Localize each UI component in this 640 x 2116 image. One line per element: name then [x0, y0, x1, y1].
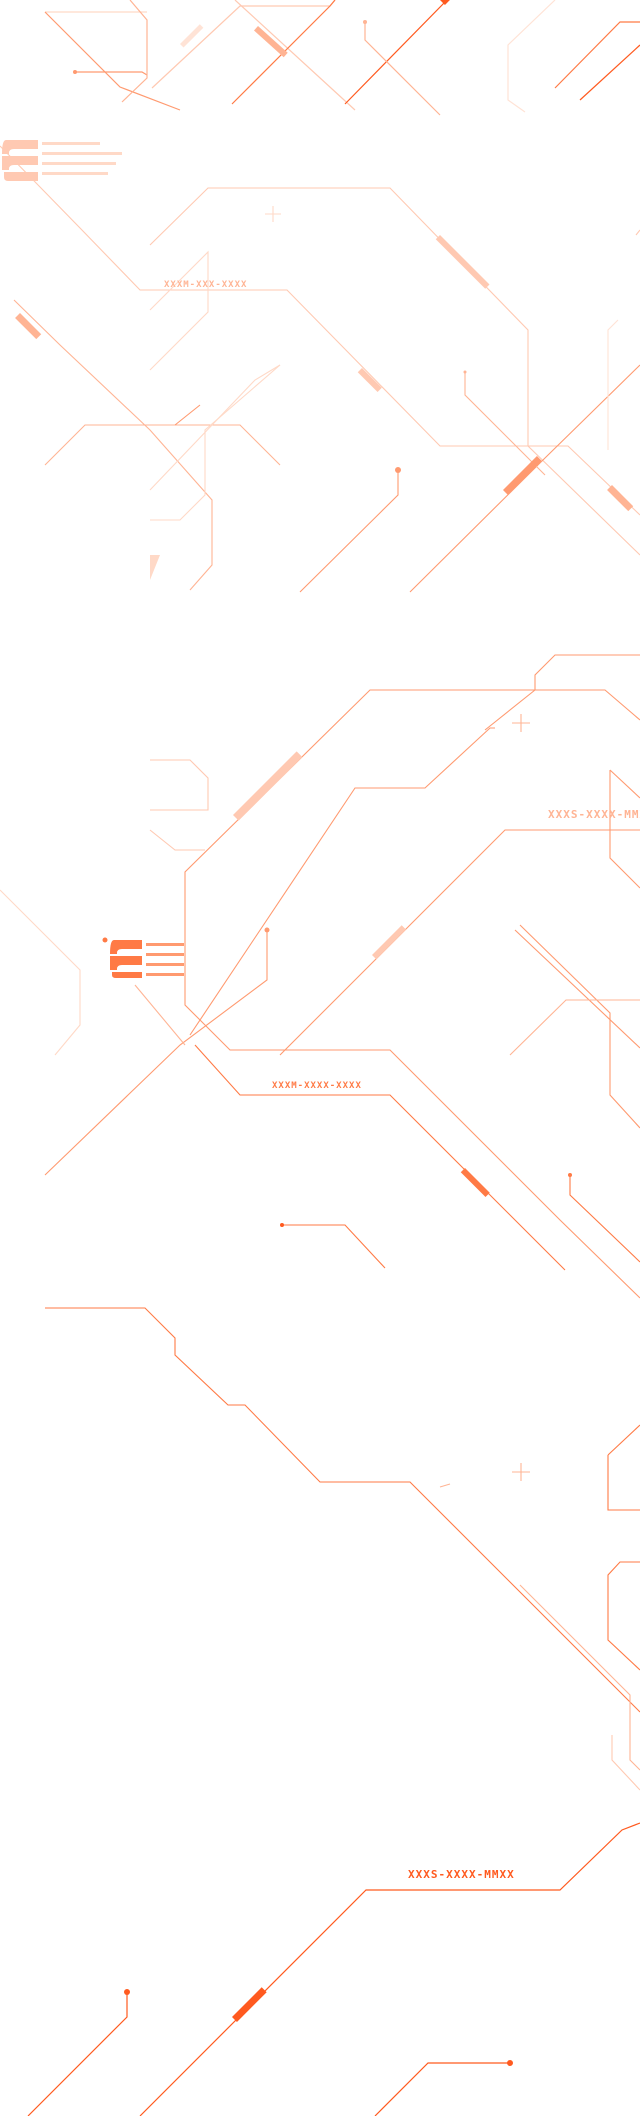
trace: [150, 364, 281, 521]
trace: [439, 1483, 451, 1488]
top-band-traces: [44, 0, 640, 116]
crosshair-icon: [512, 714, 530, 732]
crosshair-icon: [512, 1463, 530, 1481]
accent-bar: [357, 368, 382, 393]
accent-bar: [435, 235, 490, 289]
trace: [194, 1044, 566, 1271]
trace: [189, 727, 495, 1036]
node-icon: [102, 937, 108, 943]
code-label-top: XXXM-XXX-XXXX: [164, 280, 247, 290]
trace: [44, 424, 281, 466]
trace: [149, 187, 640, 556]
logo-caption-lines: [146, 943, 184, 976]
trace: [519, 924, 640, 1129]
trace: [134, 984, 186, 1046]
trace: [121, 0, 148, 103]
trace: [44, 930, 268, 1176]
trace: [231, 0, 336, 105]
trace: [514, 929, 640, 1049]
trace: [409, 364, 640, 593]
node-icon: [73, 70, 77, 74]
accent-bar: [15, 313, 42, 340]
trace: [609, 769, 640, 799]
node-icon: [507, 2060, 513, 2066]
trace: [607, 319, 619, 450]
trace: [150, 759, 209, 811]
trace: [611, 1735, 640, 1791]
trace: [282, 1224, 386, 1269]
trace: [184, 890, 640, 1299]
trace: [149, 829, 205, 851]
notch: [150, 555, 160, 580]
trace: [149, 364, 281, 491]
logo-caption-lines: [42, 142, 122, 175]
node-icon: [568, 1173, 572, 1177]
accent-bar: [372, 925, 406, 960]
stacked-chevron-logo-icon: [2, 140, 38, 181]
node-icon: [280, 1223, 284, 1227]
trace: [0, 145, 640, 516]
trace: [149, 250, 209, 371]
trace: [139, 1822, 640, 2116]
trace: [464, 372, 546, 476]
trace: [507, 0, 556, 113]
trace: [279, 829, 640, 1056]
node-icon: [463, 370, 467, 374]
trace: [27, 1992, 128, 2116]
trace: [534, 654, 640, 690]
trace: [344, 0, 448, 105]
trace: [607, 1424, 640, 1456]
trace: [234, 0, 356, 111]
second-band-traces: [0, 145, 640, 593]
trace: [0, 889, 81, 1056]
trace: [184, 689, 640, 890]
accent-bar: [180, 24, 204, 48]
accent-bar: [503, 456, 542, 495]
accent-bar: [440, 0, 454, 5]
trace: [75, 71, 148, 76]
crosshair-icon: [265, 206, 281, 222]
accent-bar: [607, 485, 634, 512]
fourth-band-traces: [45, 1307, 640, 1791]
trace: [151, 0, 336, 89]
trace: [569, 1175, 640, 1263]
code-label-mid: XXXM-XXXX-XXXX: [272, 1081, 362, 1091]
trace: [364, 22, 441, 116]
trace: [45, 1307, 640, 1713]
node-icon: [395, 467, 401, 473]
node-icon: [264, 927, 270, 933]
trace: [484, 689, 536, 731]
bottom-band-traces: [27, 1822, 640, 2116]
trace: [554, 21, 640, 89]
trace: [519, 1584, 640, 1771]
trace: [607, 1455, 640, 1511]
trace: [13, 299, 213, 591]
accent-bar: [253, 25, 288, 58]
accent-bar: [232, 751, 303, 821]
stacked-chevron-logo-icon: [110, 940, 142, 978]
code-label-side: XXXS-XXXX-MMX: [548, 808, 640, 821]
trace: [299, 470, 399, 593]
trace: [374, 2062, 510, 2116]
node-icon: [124, 1989, 130, 1995]
trace: [44, 11, 181, 111]
third-band-traces: [0, 654, 640, 1299]
trace: [579, 44, 640, 101]
accent-bar: [460, 1168, 490, 1197]
trace: [509, 999, 640, 1056]
accent-bar: [231, 1987, 267, 2022]
node-icon: [363, 20, 367, 24]
trace: [609, 770, 640, 889]
trace: [607, 1561, 640, 1671]
trace: [174, 404, 201, 426]
code-label-bottom: XXXS-XXXX-MMXX: [408, 1868, 515, 1881]
trace: [635, 229, 640, 236]
